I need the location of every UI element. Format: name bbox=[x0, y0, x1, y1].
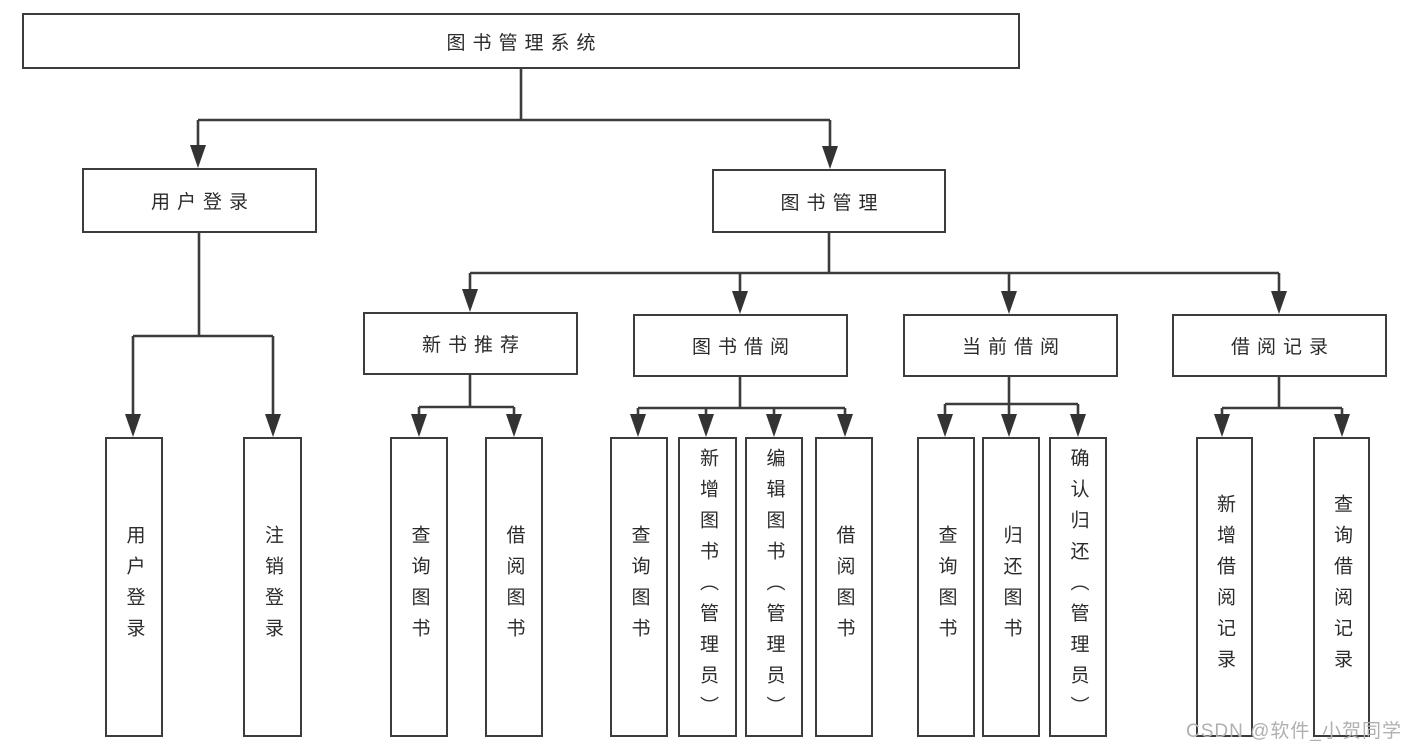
csdn-watermark: CSDN @软件_小贺同学 bbox=[1186, 721, 1402, 742]
node-user-login: 用户登录 bbox=[82, 168, 317, 233]
node-leaf-logout: 注销登录 bbox=[243, 437, 302, 737]
arrowhead bbox=[1001, 414, 1017, 437]
arrowhead bbox=[766, 414, 782, 437]
node-label: 归还图书 bbox=[1000, 525, 1022, 649]
connector-user-login-children bbox=[131, 233, 275, 418]
node-label: 借阅图书 bbox=[503, 525, 525, 649]
node-label: 查询图书 bbox=[935, 525, 957, 649]
node-current-borrow: 当前借阅 bbox=[903, 314, 1118, 377]
node-label: 确认归还（管理员） bbox=[1067, 447, 1089, 727]
arrowhead bbox=[1214, 414, 1230, 437]
node-label: 用户登录 bbox=[123, 525, 145, 649]
node-new-book-recommend: 新书推荐 bbox=[363, 312, 578, 375]
arrowhead bbox=[506, 414, 522, 437]
connector-new-book-children bbox=[417, 375, 516, 416]
node-leaf-user-login: 用户登录 bbox=[105, 437, 163, 737]
node-root-system: 图书管理系统 bbox=[22, 13, 1020, 69]
arrowhead bbox=[698, 414, 714, 437]
node-leaf-add-borrow-record: 新增借阅记录 bbox=[1196, 437, 1253, 737]
arrowhead bbox=[1070, 414, 1086, 437]
arrowhead bbox=[411, 414, 427, 437]
node-label: 编辑图书（管理员） bbox=[763, 447, 785, 727]
arrowhead bbox=[937, 414, 953, 437]
connector-root-to-level2 bbox=[196, 68, 832, 151]
node-leaf-query-books-2: 查询图书 bbox=[610, 437, 668, 737]
node-leaf-return-books: 归还图书 bbox=[982, 437, 1040, 737]
node-label: 新增图书（管理员） bbox=[697, 447, 718, 727]
node-borrow-records: 借阅记录 bbox=[1172, 314, 1387, 377]
node-label: 查询借阅记录 bbox=[1331, 494, 1352, 680]
node-leaf-query-borrow-record: 查询借阅记录 bbox=[1313, 437, 1370, 737]
arrowhead bbox=[837, 414, 853, 437]
arrowhead bbox=[732, 291, 748, 314]
arrowhead bbox=[1001, 291, 1017, 314]
connector-book-management-children bbox=[468, 233, 1281, 293]
connector-borrow-records-children bbox=[1220, 377, 1344, 416]
connector-book-borrow-children bbox=[636, 377, 847, 416]
node-leaf-edit-books-admin: 编辑图书（管理员） bbox=[745, 437, 803, 737]
arrowhead bbox=[462, 289, 478, 312]
node-label: 新增借阅记录 bbox=[1214, 494, 1235, 680]
connector-current-borrow-children bbox=[943, 377, 1080, 416]
node-label: 查询图书 bbox=[628, 525, 650, 649]
node-book-management: 图书管理 bbox=[712, 169, 946, 233]
arrowhead bbox=[630, 414, 646, 437]
arrowhead bbox=[265, 414, 281, 437]
node-label: 查询图书 bbox=[408, 525, 430, 649]
node-label: 借阅图书 bbox=[833, 525, 855, 649]
node-book-borrow: 图书借阅 bbox=[633, 314, 848, 377]
arrowhead bbox=[190, 145, 206, 168]
node-leaf-query-books-1: 查询图书 bbox=[390, 437, 448, 737]
node-leaf-borrow-books-2: 借阅图书 bbox=[815, 437, 873, 737]
arrowhead bbox=[822, 146, 838, 169]
arrowhead bbox=[1334, 414, 1350, 437]
node-leaf-confirm-return-admin: 确认归还（管理员） bbox=[1049, 437, 1107, 737]
arrowhead bbox=[1271, 291, 1287, 314]
node-leaf-query-books-3: 查询图书 bbox=[917, 437, 975, 737]
node-leaf-borrow-books-1: 借阅图书 bbox=[485, 437, 543, 737]
node-label: 注销登录 bbox=[262, 525, 283, 649]
arrowhead bbox=[125, 414, 141, 437]
node-leaf-add-books-admin: 新增图书（管理员） bbox=[678, 437, 737, 737]
